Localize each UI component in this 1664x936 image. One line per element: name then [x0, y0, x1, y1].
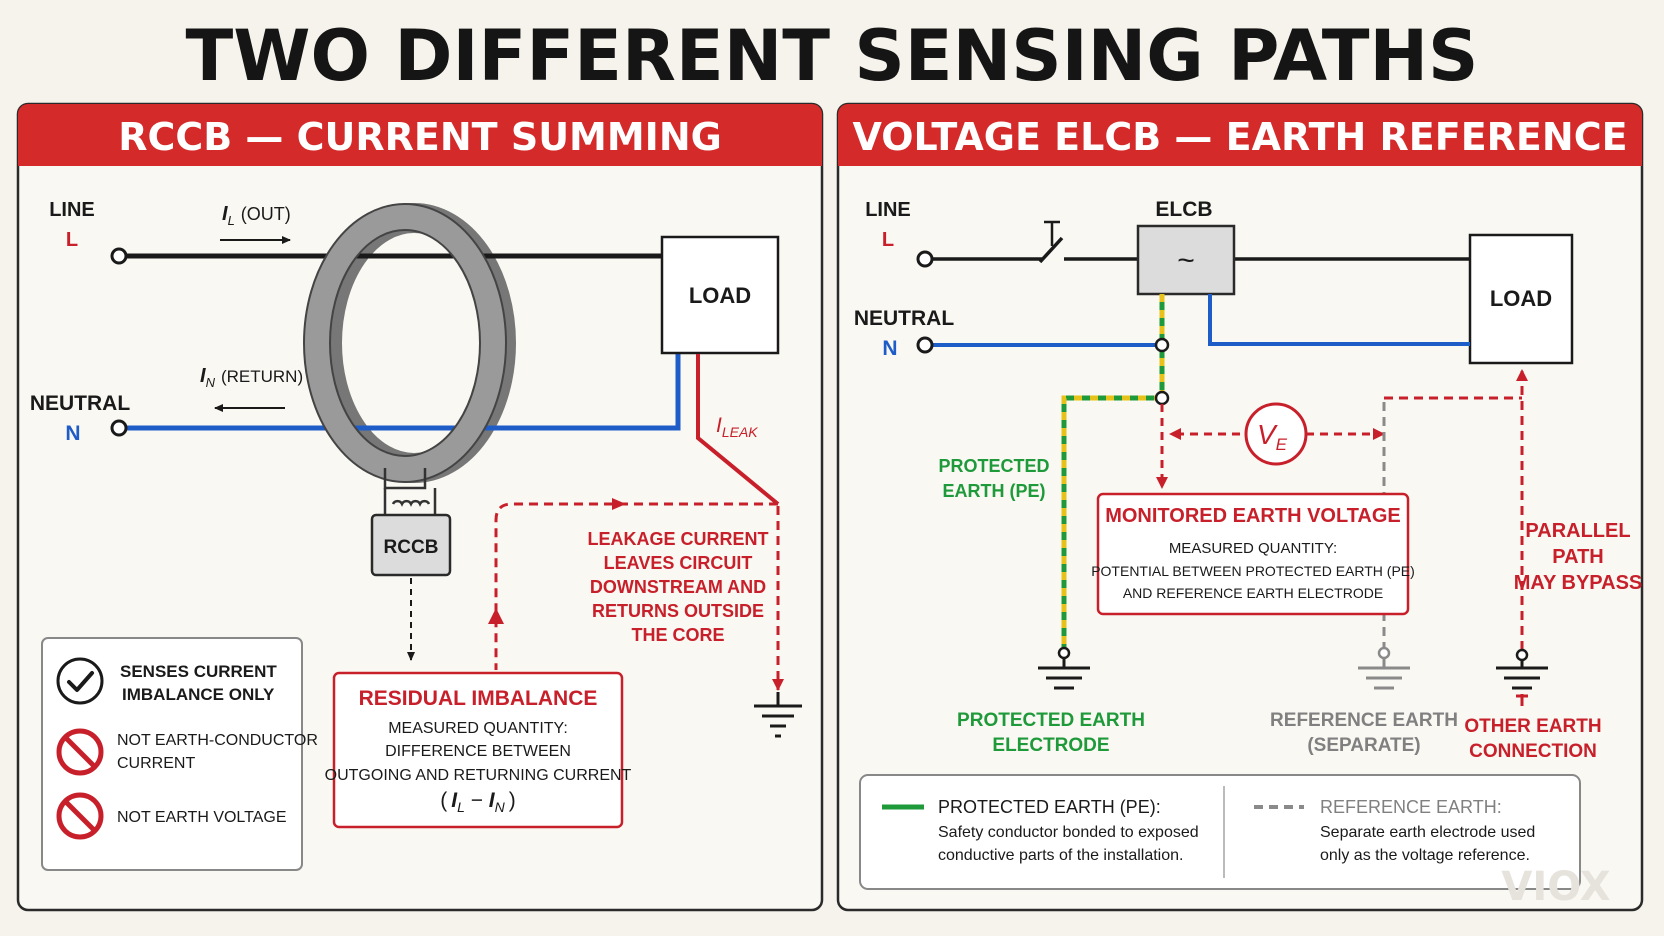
rccb-box: [370, 513, 452, 577]
legend-text: CURRENT: [117, 755, 195, 772]
protected-electrode-label: ELECTRODE: [992, 735, 1109, 756]
page-title: TWO DIFFERENT SENSING PATHS: [186, 15, 1479, 97]
elcb-legend: [859, 774, 1581, 890]
prohibited-icon: [56, 792, 104, 840]
legend-text: SENSES CURRENT: [120, 662, 277, 681]
neutral-label: NEUTRAL: [854, 307, 954, 330]
ve-meter-icon: [1244, 402, 1308, 466]
protected-electrode-label: PROTECTED EARTH: [957, 710, 1145, 731]
protected-earth-label: PROTECTED: [938, 456, 1049, 476]
neutral-label: NEUTRAL: [30, 392, 130, 415]
monitored-line: MEASURED QUANTITY:: [1169, 540, 1337, 557]
line-switch: [1038, 236, 1064, 264]
check-icon: [56, 657, 104, 705]
elcb-label: ELCB: [1155, 198, 1212, 221]
reference-earth-label: (SEPARATE): [1307, 735, 1420, 756]
pe-legend-title: PROTECTED EARTH (PE):: [938, 797, 1161, 817]
svg-text:LEAVES CIRCUIT: LEAVES CIRCUIT: [604, 553, 753, 573]
residual-line: DIFFERENCE BETWEEN: [385, 743, 571, 760]
rccb-legend: [41, 637, 303, 871]
svg-text:LEAKAGE CURRENT: LEAKAGE CURRENT: [587, 529, 768, 549]
leakage-wire: [696, 354, 780, 506]
load-label: LOAD: [1490, 286, 1552, 311]
protected-earth-label: EARTH (PE): [943, 481, 1046, 501]
ileak-label: ILEAK: [716, 414, 758, 440]
rccb-panel: RCCB — CURRENT SUMMING LINE L NEUTRAL N …: [16, 102, 824, 912]
prohibited-icon: [56, 728, 104, 776]
ref-legend-title: REFERENCE EARTH:: [1320, 797, 1502, 817]
leakage-earth-icon: [754, 692, 802, 738]
parallel-path-label: PATH: [1552, 546, 1603, 568]
residual-formula: (IL − IN): [440, 789, 516, 815]
neutral-terminal: [916, 336, 934, 354]
parallel-path-label: MAY BYPASS: [1514, 572, 1643, 594]
elcb-panel-header: VOLTAGE ELCB — EARTH REFERENCE: [852, 115, 1627, 159]
monitored-line: POTENTIAL BETWEEN PROTECTED EARTH (PE): [1091, 563, 1415, 579]
neutral-load-wire: [1208, 294, 1470, 346]
parallel-path-label: PARALLEL: [1525, 520, 1630, 542]
line-letter: L: [882, 229, 894, 251]
neutral-letter: N: [882, 337, 897, 360]
neutral-wire: [125, 354, 681, 431]
residual-title: RESIDUAL IMBALANCE: [359, 687, 598, 710]
svg-text:DOWNSTREAM AND: DOWNSTREAM AND: [590, 577, 766, 597]
residual-line: MEASURED QUANTITY:: [388, 720, 568, 737]
other-earth-icon: [1496, 660, 1548, 690]
legend-text: NOT EARTH VOLTAGE: [117, 809, 287, 826]
protected-earth-icon: [1038, 658, 1090, 690]
reference-earth-icon: [1358, 658, 1410, 690]
line-label: LINE: [49, 199, 95, 221]
load-label: LOAD: [689, 283, 751, 308]
legend-text: NOT EARTH-CONDUCTOR: [117, 732, 318, 749]
line-label: LINE: [865, 199, 911, 221]
elcb-symbol: ~: [1177, 244, 1195, 277]
il-label: IL(OUT): [222, 203, 291, 228]
pe-legend-text: Safety conductor bonded to exposed: [938, 824, 1199, 841]
ref-legend-text: only as the voltage reference.: [1320, 847, 1530, 864]
neutral-terminal: [110, 419, 128, 437]
current-transformer-core: [304, 204, 506, 482]
reference-earth-label: REFERENCE EARTH: [1270, 710, 1458, 731]
monitored-title: MONITORED EARTH VOLTAGE: [1105, 505, 1401, 527]
monitored-line: AND REFERENCE EARTH ELECTRODE: [1123, 585, 1383, 601]
legend-text: IMBALANCE ONLY: [122, 685, 275, 704]
line-terminal: [110, 247, 128, 265]
monitored-earth-voltage-box: [1096, 492, 1410, 616]
line-letter: L: [66, 229, 78, 251]
other-earth-label: OTHER EARTH: [1464, 716, 1601, 737]
sense-coil: [383, 468, 427, 490]
rccb-label: RCCB: [384, 537, 439, 558]
watermark-logo: VIOX: [1501, 864, 1610, 910]
line-terminal: [916, 250, 934, 268]
other-earth-label: CONNECTION: [1469, 741, 1597, 762]
ve-label: VE: [1257, 419, 1288, 454]
elcb-box: [1136, 224, 1236, 296]
leakage-return-path: [494, 502, 778, 670]
residual-imbalance-box: [332, 671, 624, 829]
svg-text:RETURNS OUTSIDE: RETURNS OUTSIDE: [592, 601, 764, 621]
residual-line: OUTGOING AND RETURNING CURRENT: [325, 767, 632, 784]
neutral-letter: N: [65, 422, 80, 445]
load-box: [1468, 233, 1574, 365]
leakage-note: LEAKAGE CURRENT LEAVES CIRCUIT DOWNSTREA…: [587, 529, 768, 645]
in-label: IN(RETURN): [200, 365, 303, 390]
elcb-panel: VOLTAGE ELCB — EARTH REFERENCE LINE L NE…: [836, 102, 1644, 912]
pe-legend-text: conductive parts of the installation.: [938, 847, 1183, 864]
load-box: [660, 235, 780, 355]
ref-legend-text: Separate earth electrode used: [1320, 824, 1535, 841]
rccb-panel-header: RCCB — CURRENT SUMMING: [118, 115, 722, 159]
svg-text:THE CORE: THE CORE: [631, 625, 724, 645]
